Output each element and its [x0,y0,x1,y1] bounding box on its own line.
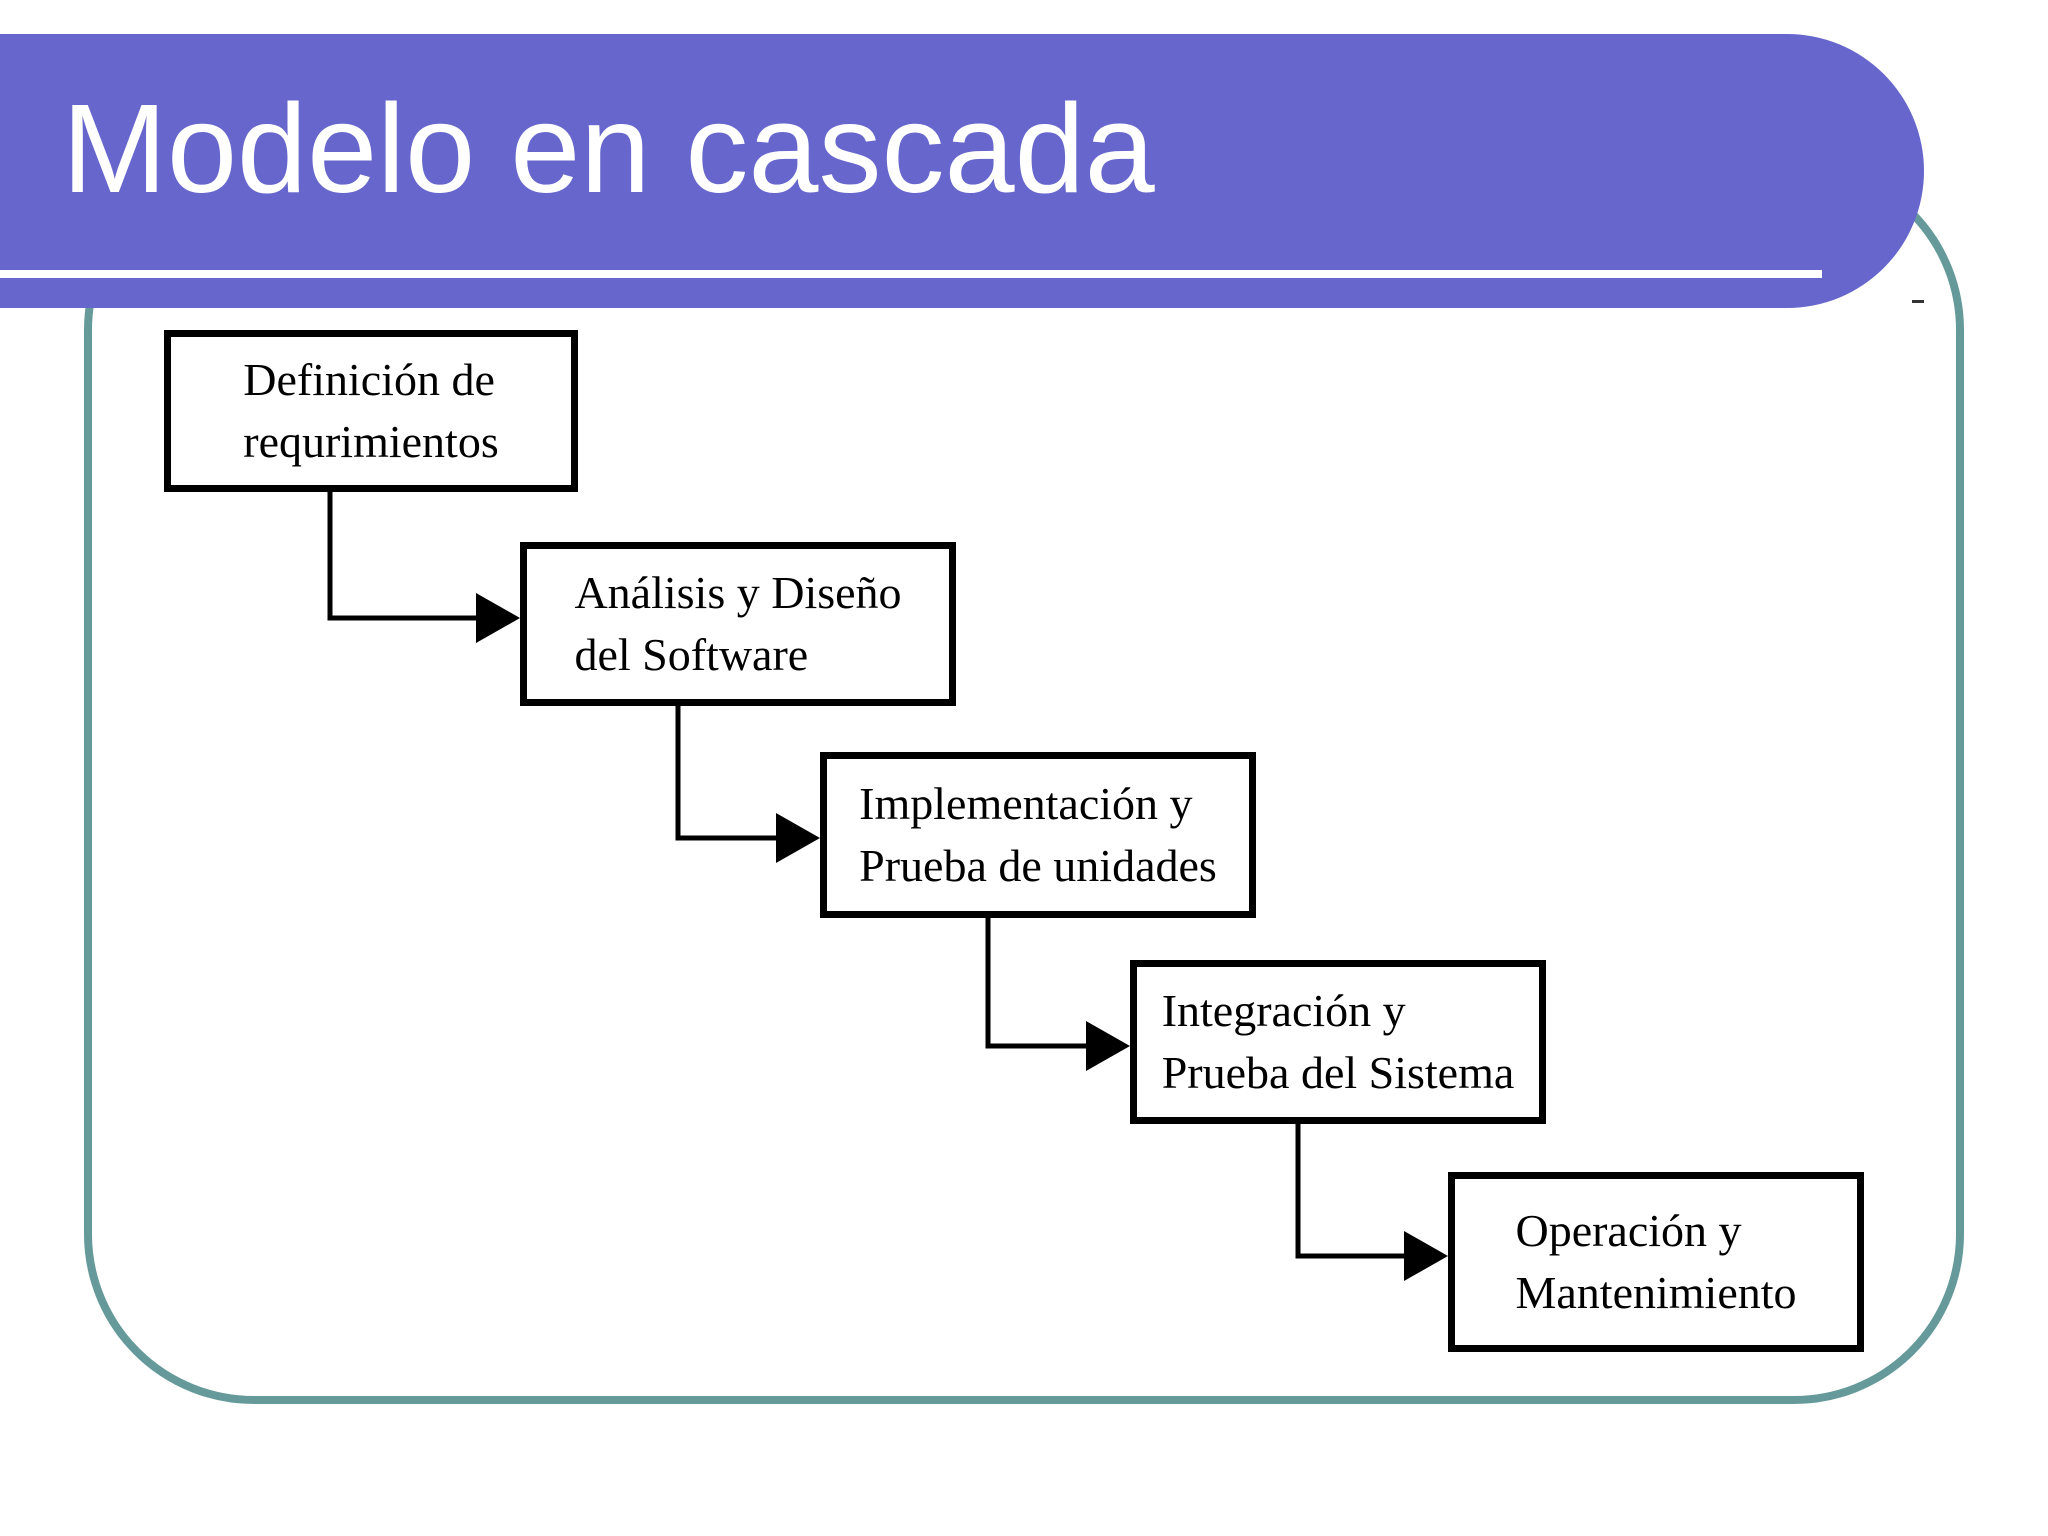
step-label: Operación y Mantenimiento [1515,1205,1797,1318]
arrowhead-icon [1086,1021,1130,1071]
connector-2-3 [675,702,820,863]
dash-mark [1912,300,1924,303]
title-banner [0,34,1924,308]
step-label: Integración y Prueba del Sistema [1161,985,1515,1098]
step-box-analysis-design: Análisis y Diseño del Software [520,542,956,706]
step-label: Definición de requrimientos [243,354,499,467]
arrowhead-icon [776,813,820,863]
page-title: Modelo en cascada [62,78,1155,219]
arrowhead-icon [476,593,520,643]
step-box-implementation: Implementación y Prueba de unidades [820,752,1256,918]
step-label: Análisis y Diseño del Software [574,567,902,680]
arrowhead-icon [1404,1231,1448,1281]
title-underline [0,270,1822,278]
step-box-requirements: Definición de requrimientos [164,330,578,492]
connector-3-4 [985,912,1130,1071]
step-box-operation: Operación y Mantenimiento [1448,1172,1864,1352]
connector-4-5 [1295,1118,1448,1281]
step-label: Implementación y Prueba de unidades [859,778,1217,891]
connector-1-2 [327,488,520,643]
step-box-integration: Integración y Prueba del Sistema [1130,960,1546,1124]
